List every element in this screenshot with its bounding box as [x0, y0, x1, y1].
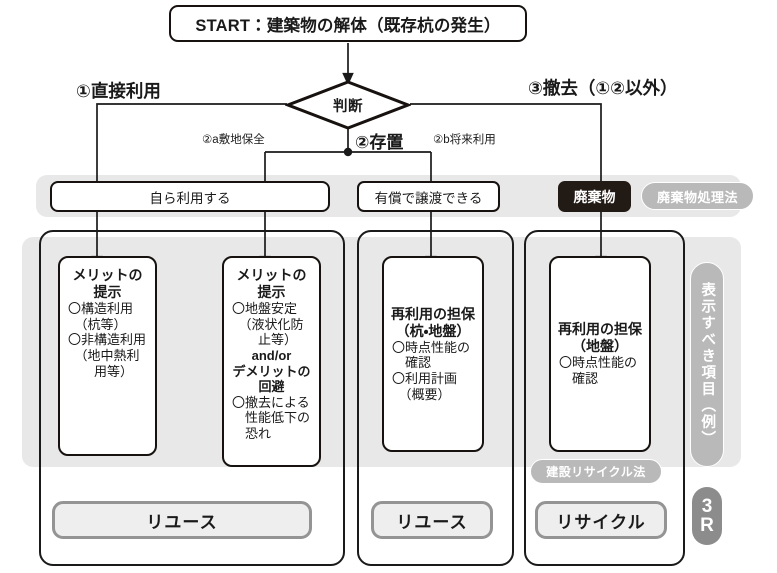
- panel-transfer: [357, 230, 514, 566]
- law-label-waste-management-act: 廃棄物処理法: [656, 189, 738, 205]
- route-label-self-use: 自ら利用する: [149, 190, 231, 206]
- card-title: 再利用の担保 （地盤）: [558, 321, 642, 355]
- branch-label-retention: ②存置: [355, 133, 404, 152]
- branch-label-site-preservation: ②a敷地保全: [202, 134, 265, 146]
- card-merit-structural: メリットの 提示 〇構造利用 （杭等） 〇非構造利用 （地中熱利 用等）: [58, 256, 157, 456]
- card-reuse-guarantee-ground: 再利用の担保 （地盤） 〇時点性能の 確認: [549, 256, 651, 452]
- panel-direct-use: [39, 230, 345, 566]
- outcome-box-reuse-left: リユース: [52, 501, 312, 539]
- route-label-paid-transfer: 有償で譲渡できる: [374, 190, 483, 206]
- card-items: 〇時点性能の 確認: [559, 355, 638, 387]
- outcome-label: リユース: [396, 512, 468, 532]
- badge-3r-line2: R: [700, 515, 714, 536]
- badge-3r: 3 R: [692, 487, 722, 545]
- branch-label-future-use: ②b将来利用: [433, 134, 496, 146]
- outcome-label: リユース: [146, 512, 218, 532]
- route-box-paid-transfer: 有償で譲渡できる: [357, 181, 500, 212]
- card-merit-ground-stability: メリットの 提示 〇地盤安定 （液状化防 止等） and/or デメリットの 回…: [222, 256, 321, 467]
- card-items-secondary: 〇撤去による 性能低下の 恐れ: [232, 394, 311, 441]
- card-title: 再利用の担保 （杭・地盤）: [391, 305, 475, 339]
- card-items: 〇構造利用 （杭等） 〇非構造利用 （地中熱利 用等）: [68, 301, 147, 379]
- outcome-label: リサイクル: [556, 512, 646, 532]
- decision-label: 判断: [333, 98, 363, 115]
- card-title: メリットの 提示: [236, 267, 307, 301]
- law-label-construction-recycling-act: 建設リサイクル法: [546, 465, 646, 479]
- route-box-waste: 廃棄物: [558, 181, 631, 212]
- card-items: 〇時点性能の 確認 〇利用計画 （概要）: [392, 339, 471, 402]
- start-box: START：建築物の解体（既存杭の発生）: [169, 5, 527, 42]
- route-box-self-use: 自ら利用する: [50, 181, 330, 212]
- decision-diamond: 判断: [285, 80, 411, 130]
- card-reuse-guarantee-pile-ground: 再利用の担保 （杭・地盤） 〇時点性能の 確認 〇利用計画 （概要）: [382, 256, 484, 452]
- law-pill-construction-recycling-act: 建設リサイクル法: [530, 459, 662, 484]
- outcome-box-reuse-middle: リユース: [371, 501, 493, 539]
- law-pill-waste-management-act: 廃棄物処理法: [641, 182, 754, 210]
- panel-waste: [524, 230, 685, 566]
- badge-3r-line1: 3: [701, 495, 713, 517]
- display-items-label: 表示すべき項目（例）: [699, 282, 716, 447]
- display-items-vertical-pill: 表示すべき項目（例）: [690, 262, 724, 467]
- start-label: START：建築物の解体（既存杭の発生）: [195, 16, 501, 35]
- card-mid-text: and/or デメリットの 回避: [232, 347, 311, 395]
- outcome-box-recycle: リサイクル: [535, 501, 667, 539]
- route-label-waste: 廃棄物: [573, 188, 616, 205]
- branch-label-direct-use: ①直接利用: [76, 81, 161, 101]
- branch-label-removal: ③撤去（①②以外）: [528, 78, 678, 98]
- card-title: メリットの 提示: [72, 267, 143, 301]
- card-items: 〇地盤安定 （液状化防 止等）: [232, 301, 304, 348]
